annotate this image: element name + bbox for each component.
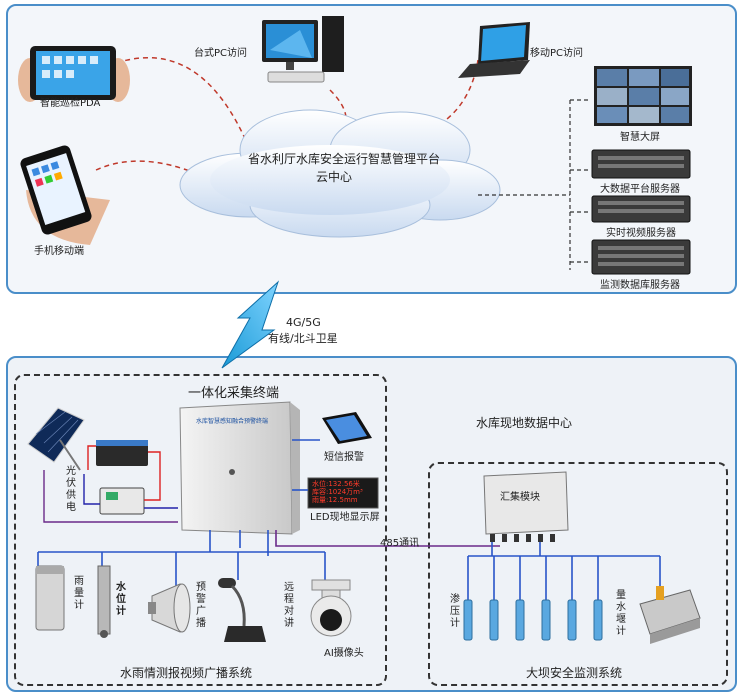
- terminal-wires: [37, 439, 326, 590]
- rs485-wire: [275, 530, 500, 547]
- battery-device: [96, 440, 148, 466]
- mobile-pc-device: [458, 22, 530, 78]
- link-label-2: 有线/北斗卫星: [268, 332, 338, 345]
- weir-label: 量水堰计: [616, 590, 626, 637]
- wireless-link-bolt: [221, 280, 280, 369]
- mobile-pc-label: 移动PC访问: [530, 48, 584, 59]
- phone-device: [20, 145, 110, 245]
- cloud-subtitle: 云中心: [316, 170, 353, 184]
- data-center-title: 水库现地数据中心: [476, 416, 573, 430]
- intercom-mic-device: [218, 578, 266, 642]
- led-line-2: 库容:1024万m³: [312, 488, 363, 496]
- ptz-camera-device: [310, 579, 352, 637]
- collector-label: 汇集模块: [500, 492, 540, 503]
- rain-gauge-label: 雨量计: [74, 576, 84, 611]
- desktop-pc-device: [262, 16, 344, 83]
- phone-label: 手机移动端: [34, 246, 84, 257]
- right-system-title: 大坝安全监测系统: [526, 666, 623, 680]
- database-server-label: 监测数据库服务器: [600, 280, 680, 291]
- led-label: LED现地显示屏: [310, 512, 380, 523]
- sms-phone-device: [322, 412, 372, 444]
- led-board-device: [307, 477, 379, 509]
- rain-video-system-group: [14, 374, 387, 686]
- rs485-label: 485通讯: [380, 538, 420, 549]
- dam-monitoring-group: [428, 462, 728, 686]
- water-level-label: 水位计: [116, 582, 126, 617]
- link-label-1: 4G/5G: [286, 316, 321, 329]
- pda-label: 智能巡检PDA: [40, 98, 101, 109]
- speaker-horn-device: [148, 583, 191, 633]
- rain-gauge-device: [35, 565, 65, 631]
- server-links: [478, 99, 590, 270]
- led-line-1: 水位:132.56米: [312, 480, 360, 488]
- reservoir-site-panel: [6, 356, 737, 692]
- led-line-3: 雨量:12.5mm: [312, 496, 358, 504]
- terminal-box-label: 水库智慧感知融合预警终端: [196, 418, 269, 425]
- water-level-probe-device: [97, 565, 111, 638]
- weir-device: [639, 586, 701, 644]
- sms-label: 短信报警: [324, 452, 364, 463]
- video-wall-device: [594, 66, 692, 126]
- piezometer-label: 渗压计: [450, 594, 460, 629]
- terminal-title: 一体化采集终端: [188, 386, 280, 401]
- solar-panel-device: [27, 407, 85, 471]
- left-system-title: 水雨情测报视频广播系统: [120, 666, 253, 680]
- solar-label: 光伏供电: [66, 466, 76, 513]
- video-wall-label: 智慧大屏: [620, 132, 660, 143]
- broadcast-label: 预警广播: [196, 582, 206, 629]
- collector-module-device: [483, 471, 569, 542]
- bigdata-server-label: 大数据平台服务器: [600, 184, 680, 195]
- dam-sensor-wires: [467, 542, 661, 600]
- pda-device: [18, 46, 130, 102]
- charge-controller-device: [99, 487, 145, 515]
- terminal-box-device: [179, 401, 300, 535]
- intercom-label: 远程对讲: [284, 582, 294, 629]
- piezometer-probes: [463, 599, 603, 641]
- video-server-label: 实时视频服务器: [606, 228, 676, 239]
- camera-label: AI摄像头: [324, 648, 364, 659]
- desktop-pc-label: 台式PC访问: [194, 48, 248, 59]
- cloud-title: 省水利厅水库安全运行智慧管理平台: [248, 152, 441, 166]
